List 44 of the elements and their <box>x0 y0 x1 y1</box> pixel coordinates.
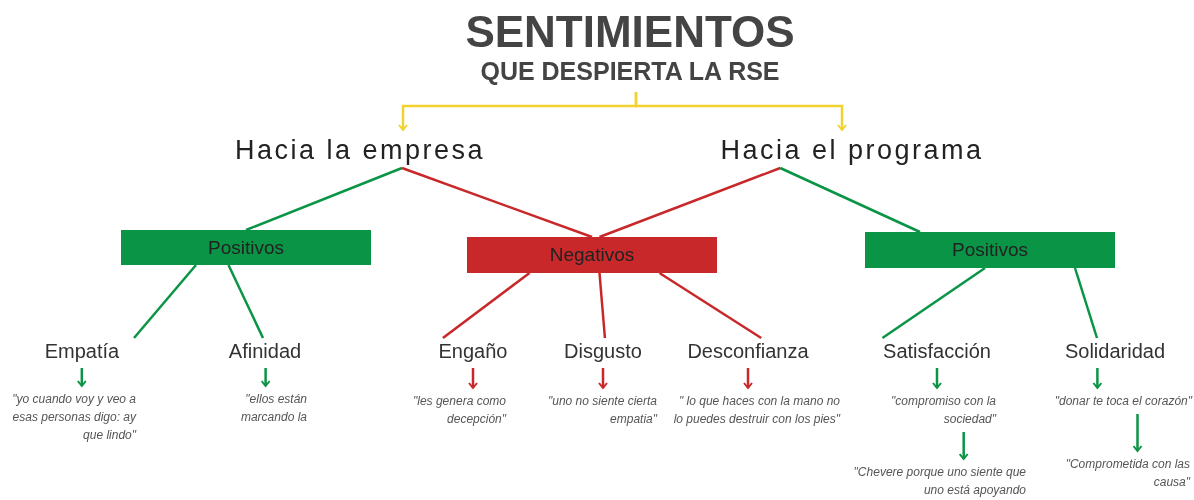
category-box: Positivos <box>121 230 371 265</box>
quote-text: "donar te toca el corazón" <box>1020 392 1192 412</box>
quote-text: "Chevere porque uno siente que uno está apoyando <box>848 463 1026 499</box>
connector-line <box>227 264 265 339</box>
feeling-label: Satisfacción <box>875 338 999 366</box>
connector-line <box>1073 267 1099 339</box>
category-heading: Hacia la empresa <box>210 134 510 168</box>
arrow <box>743 368 753 389</box>
arrow <box>958 432 969 460</box>
connector-line <box>598 272 607 339</box>
quote-text: "les genera como decepción" <box>390 392 506 430</box>
arrow <box>932 368 942 389</box>
arrow <box>1132 414 1143 452</box>
feeling-label: Solidaridad <box>1055 338 1175 366</box>
connector-line <box>779 166 921 234</box>
quote-text: "compromiso con la sociedad" <box>862 392 996 430</box>
title-text: SENTIMIENTOS <box>464 8 796 56</box>
arrow <box>598 368 608 389</box>
quote-text: "ellos están marcando la <box>215 390 307 428</box>
category-box: Positivos <box>865 232 1115 268</box>
connector-line <box>881 266 986 340</box>
feeling-label: Disgusto <box>555 338 651 366</box>
connector-line <box>133 264 197 339</box>
subtitle-text: QUE DESPIERTA LA RSE <box>479 56 781 86</box>
arrow <box>76 368 87 387</box>
arrow <box>260 368 271 387</box>
connector-line <box>401 166 593 239</box>
quote-text: "yo cuando voy y veo a esas personas digo: ay que lindo" <box>10 390 136 446</box>
feeling-label: Engaño <box>430 338 516 366</box>
feeling-label: Desconfianza <box>682 338 814 366</box>
feeling-label: Empatía <box>30 338 134 366</box>
arrow <box>468 368 478 389</box>
connector-line <box>658 271 762 340</box>
arrow <box>634 92 847 131</box>
connector-line <box>245 166 403 232</box>
quote-text: " lo que haces con la mano no lo puedes destruir con los pies" <box>668 392 840 448</box>
feeling-label: Afinidad <box>215 338 315 366</box>
connector-line <box>442 272 531 339</box>
quote-text: "uno no siente cierta empatia" <box>545 392 657 430</box>
quote-text: "Comprometida con las causa" <box>1040 455 1190 493</box>
category-box: Negativos <box>467 237 717 273</box>
connector-line <box>599 166 781 239</box>
arrow <box>1092 368 1103 389</box>
category-heading: Hacia el programa <box>696 134 1008 168</box>
